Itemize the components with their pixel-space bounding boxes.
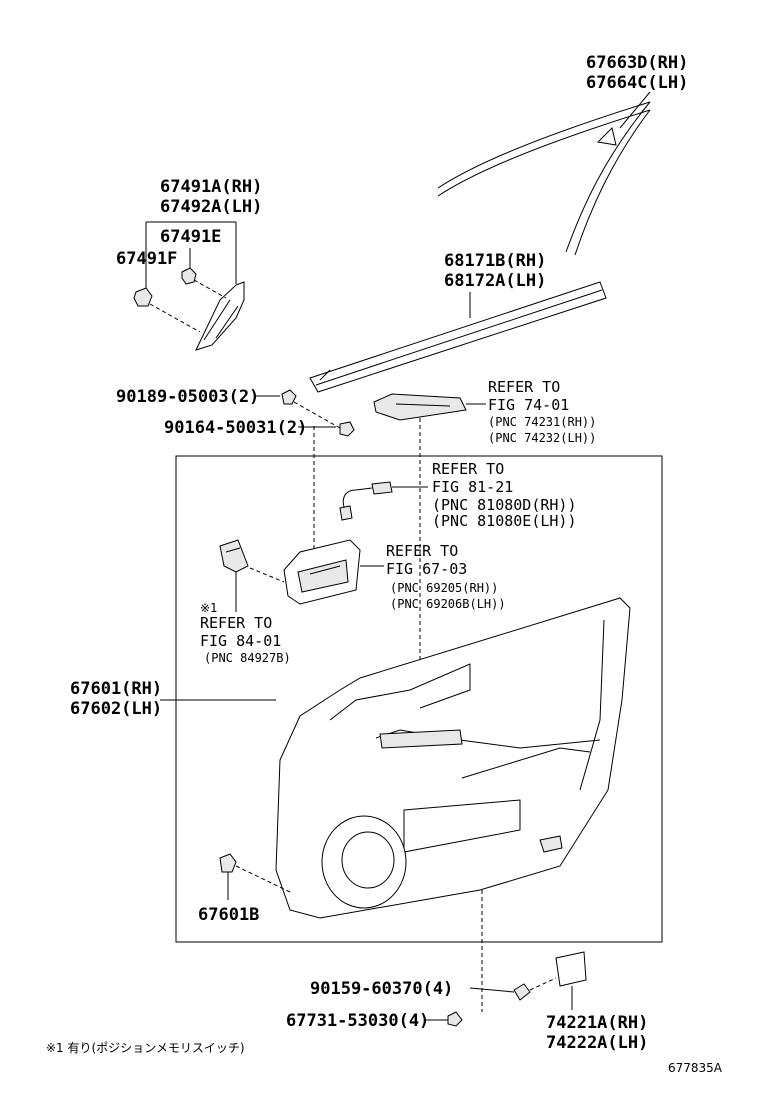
label-ref74-b: FIG 74-01 xyxy=(488,396,569,414)
screw-90189-icon xyxy=(281,389,341,429)
label-ref84-note: ※1 xyxy=(200,601,217,615)
label-67663d: 67663D(RH) xyxy=(586,53,688,73)
label-90189: 90189-05003(2) xyxy=(116,387,259,407)
label-74222a: 74222A(LH) xyxy=(546,1033,648,1053)
label-67491e: 67491E xyxy=(160,227,221,247)
clip-f-icon xyxy=(133,287,201,333)
glass-run-part xyxy=(437,91,651,256)
label-67664c: 67664C(LH) xyxy=(586,73,688,93)
clip-67731-icon xyxy=(424,1011,463,1027)
label-ref67-c: (PNC 69205(RH)) xyxy=(390,581,498,595)
label-ref81-d: (PNC 81080E(LH)) xyxy=(432,512,577,530)
label-67601b: 67601B xyxy=(198,905,259,925)
armrest-base-part xyxy=(529,951,587,1010)
inside-handle-part xyxy=(283,539,384,605)
screw-90164-icon xyxy=(339,421,355,437)
weatherstrip-part xyxy=(309,281,607,393)
door-trim-panel-part xyxy=(275,597,631,919)
label-ref74-d: (PNC 74232(LH)) xyxy=(488,431,596,445)
label-90164: 90164-50031(2) xyxy=(164,418,307,438)
label-67492a: 67492A(LH) xyxy=(160,197,262,217)
label-ref81-b: FIG 81-21 xyxy=(432,478,513,496)
label-ref67-b: FIG 67-03 xyxy=(386,560,467,578)
label-ref81-a: REFER TO xyxy=(432,460,504,478)
label-ref67-a: REFER TO xyxy=(386,542,458,560)
memory-switch-part xyxy=(219,539,285,612)
label-ref81-c: (PNC 81080D(RH)) xyxy=(432,496,577,514)
label-67602: 67602(LH) xyxy=(70,699,162,719)
label-68172a: 68172A(LH) xyxy=(444,271,546,291)
label-ref84-c: (PNC 84927B) xyxy=(204,651,291,665)
screw-90159-icon xyxy=(469,983,531,1001)
label-ref84-b: FIG 84-01 xyxy=(200,632,281,650)
label-ref84-a: REFER TO xyxy=(200,614,272,632)
figure-id: 677835A xyxy=(668,1061,723,1075)
label-90159: 90159-60370(4) xyxy=(310,979,453,999)
label-67601: 67601(RH) xyxy=(70,679,162,699)
label-67491f: 67491F xyxy=(116,249,177,269)
switch-base-part xyxy=(373,393,486,421)
label-ref74-a: REFER TO xyxy=(488,378,560,396)
assembly-frame xyxy=(175,455,663,943)
cover-part xyxy=(195,281,245,351)
label-74221a: 74221A(RH) xyxy=(546,1013,648,1033)
footnote: ※1 有り(ポジションメモリスイッチ) xyxy=(46,1041,245,1055)
label-ref67-d: (PNC 69206B(LH)) xyxy=(390,597,506,611)
wire-harness-part xyxy=(339,481,428,521)
clip-e-icon xyxy=(181,267,227,299)
label-67491a: 67491A(RH) xyxy=(160,177,262,197)
label-68171b: 68171B(RH) xyxy=(444,251,546,271)
clip-b-icon xyxy=(219,853,291,900)
label-67731: 67731-53030(4) xyxy=(286,1011,429,1031)
label-ref74-c: (PNC 74231(RH)) xyxy=(488,415,596,429)
